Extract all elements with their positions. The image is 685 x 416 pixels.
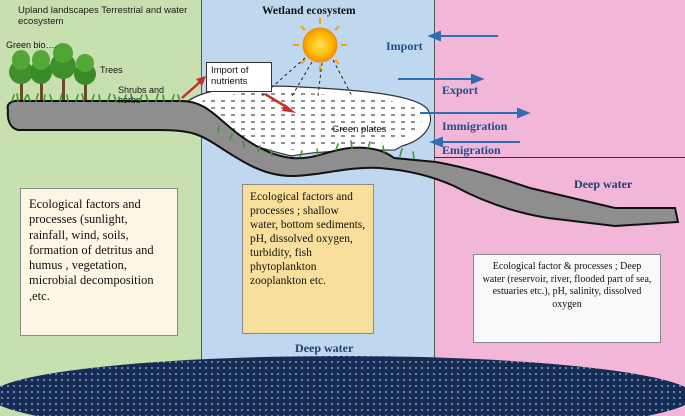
trees-label: Trees (100, 65, 123, 75)
sun-icon (293, 18, 347, 72)
shrubs-label: Shrubs and herbs (118, 85, 165, 106)
flow-arrows (398, 30, 531, 148)
deep-water-label-right: Deep water (574, 177, 633, 191)
upland-factors-box: Ecological factors and processes (sunlig… (20, 188, 178, 336)
emigration-label: Emigration (442, 143, 501, 157)
deep-water-label-bottom: Deep water (295, 341, 354, 355)
green-plates-label: Green plates (332, 124, 387, 135)
grass-strip (11, 93, 415, 159)
zone-divider-right (434, 0, 435, 416)
green-bio-label: Green bio…. (6, 40, 58, 50)
wetland-title: Wetland ecosystem (262, 5, 356, 17)
arrow-icon (181, 76, 296, 113)
upland-title: Upland landscapes Terrestrial and water … (18, 5, 188, 27)
wetland-factors-box: Ecological factors and processes ; shall… (242, 184, 374, 334)
sunlight-rays (261, 57, 353, 97)
export-label: Export (442, 83, 478, 97)
deep-factors-box: Ecological factor & processes ; Deep wat… (473, 254, 661, 343)
deep-water-ellipse (0, 356, 685, 416)
landform-strip (6, 99, 680, 228)
immigration-label: Immigration (442, 119, 508, 133)
deep-zone-line (434, 157, 685, 158)
zone-divider-left (201, 0, 202, 416)
tree-icon (9, 43, 96, 100)
import-label: Import (386, 39, 423, 53)
import-nutrients-box: Import of nutrients (206, 62, 272, 92)
